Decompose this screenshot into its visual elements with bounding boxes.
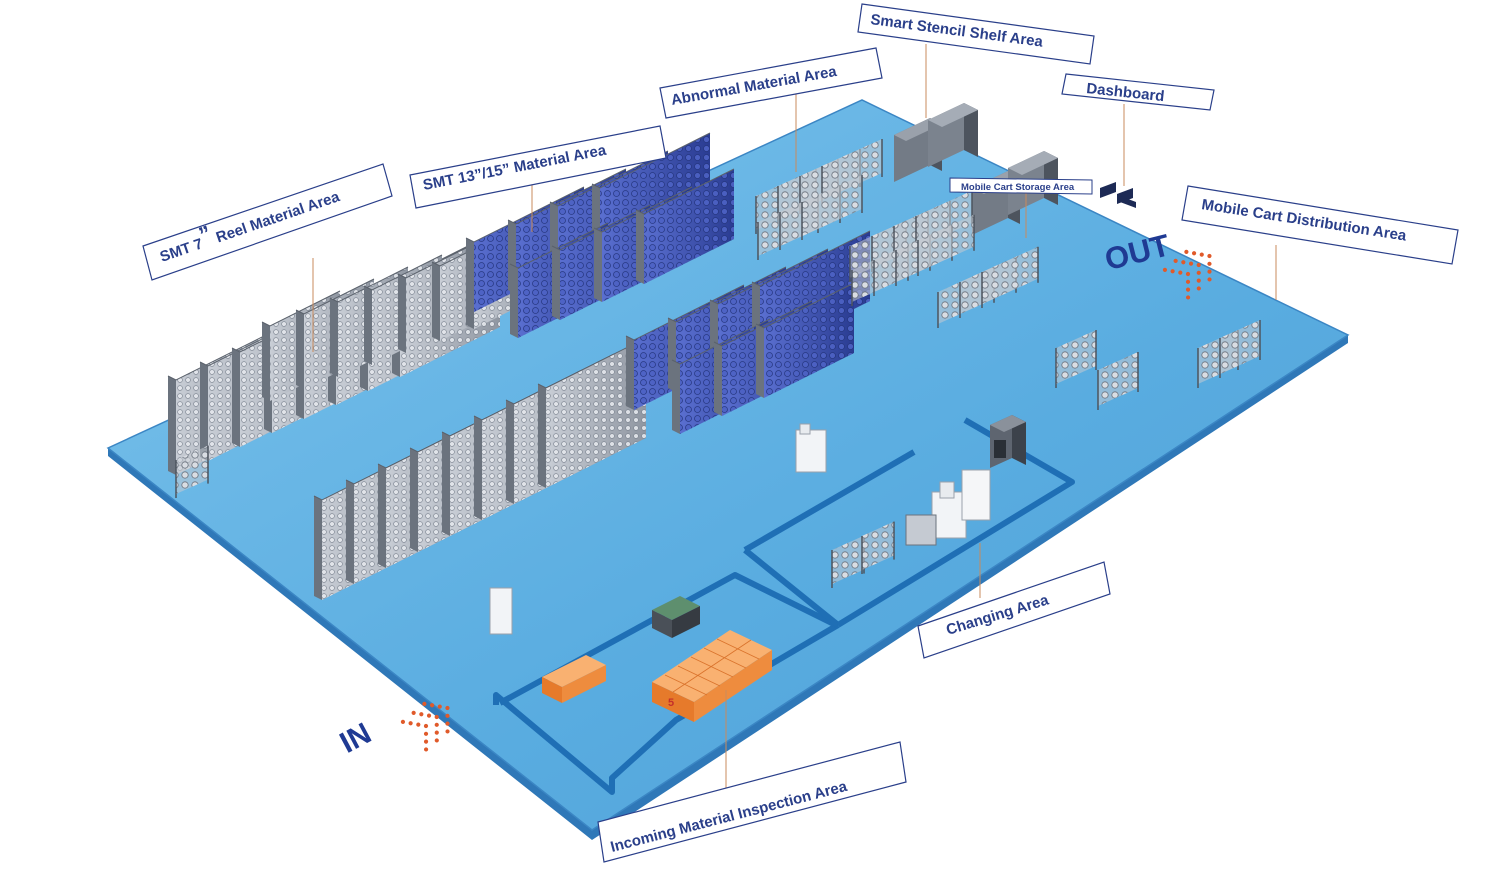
callout-mobile-storage: Mobile Cart Storage Area — [949, 177, 1093, 195]
box-stack-small — [542, 655, 606, 703]
abnormal-cart — [801, 175, 863, 240]
smt1315-rack-group — [465, 132, 871, 434]
box-stack-large: 5 — [652, 630, 772, 722]
changing-lane-2 — [743, 547, 840, 628]
changing-cart — [861, 521, 895, 574]
agv-robot-2 — [795, 423, 827, 473]
in-label: IN — [335, 717, 377, 760]
chevron-arrows-icon — [400, 701, 450, 752]
changing-cart — [175, 445, 209, 498]
agv-robot-3 — [489, 587, 513, 635]
mobile-storage-label: Mobile Cart Storage Area — [961, 182, 1075, 193]
distribution-cart — [1219, 320, 1261, 378]
callout-mobile-distribution: Mobile Cart Distribution Area — [1181, 185, 1459, 265]
changing-lane — [743, 449, 916, 553]
blue-rack — [635, 168, 735, 284]
stencil-cabinet — [928, 103, 978, 167]
changing-cart-group — [175, 445, 895, 588]
abnormal-cart-group — [755, 139, 883, 260]
callout-smt7: SMT 7” Reel Material Area — [142, 163, 393, 281]
callout-stencil: Smart Stencil Shelf Area — [857, 3, 1095, 65]
distribution-cart — [1055, 330, 1097, 388]
inspection-station — [652, 596, 700, 638]
blue-rack — [755, 282, 855, 398]
mobile-cart-storage-group — [849, 190, 1039, 328]
leader-lines — [312, 44, 1277, 790]
storage-cart — [981, 246, 1039, 308]
cabinet-unit — [990, 415, 1026, 468]
monitor-icon — [1100, 182, 1136, 208]
storage-cart — [917, 214, 975, 276]
chevron-arrows-icon — [1162, 249, 1212, 300]
changing-equipment — [489, 415, 1026, 635]
incoming-boxes: 5 — [542, 630, 772, 722]
agv-robot — [905, 469, 991, 546]
mobile-cart-distribution-group — [1055, 320, 1261, 410]
distribution-cart — [1097, 352, 1139, 410]
callout-dashboard: Dashboard — [1061, 73, 1215, 111]
grey-rack — [537, 337, 647, 488]
box-number: 5 — [668, 697, 674, 709]
